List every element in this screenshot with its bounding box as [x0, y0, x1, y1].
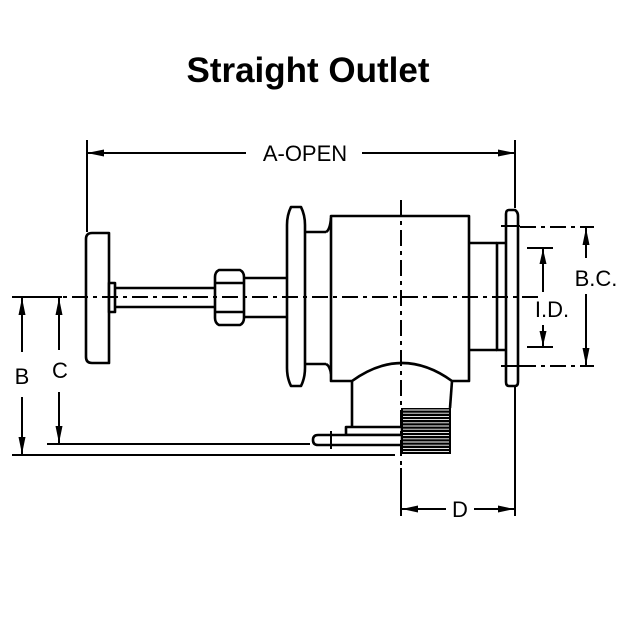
dimension-id: I.D.	[527, 247, 569, 348]
arrow-right-icon	[498, 505, 514, 513]
label-bc: B.C.	[575, 266, 618, 291]
arrow-left-icon	[402, 505, 418, 513]
arrow-up-icon	[18, 298, 26, 315]
arrow-down-icon	[18, 437, 26, 454]
thread-block	[401, 408, 451, 454]
label-d: D	[452, 497, 468, 522]
thread-lines	[403, 409, 449, 453]
dimension-d: D	[400, 386, 516, 522]
threaded-outlet	[401, 408, 451, 454]
dimension-bc: B.C.	[520, 226, 618, 367]
handwheel-disk	[84, 231, 111, 365]
dimension-c: C	[47, 296, 310, 445]
arrow-down-icon	[539, 331, 547, 346]
stem	[115, 286, 216, 309]
arrow-left-icon	[87, 149, 104, 157]
label-c: C	[52, 358, 68, 383]
arrow-up-icon	[582, 228, 590, 245]
arrow-up-icon	[55, 298, 63, 315]
outlet-right-edge	[448, 380, 454, 409]
label-id: I.D.	[535, 297, 569, 322]
arrow-down-icon	[55, 426, 63, 443]
arrow-right-icon	[498, 149, 515, 157]
drawing-title: Straight Outlet	[186, 51, 429, 90]
label-a-open: A-OPEN	[263, 141, 347, 166]
bottom-outlet	[311, 380, 454, 449]
arrow-down-icon	[582, 348, 590, 365]
arrow-up-icon	[539, 249, 547, 264]
dimension-b: B	[12, 296, 395, 456]
dimension-a-open: A-OPEN	[86, 140, 516, 232]
label-b: B	[15, 364, 30, 389]
outlet-base-plate	[311, 433, 404, 447]
